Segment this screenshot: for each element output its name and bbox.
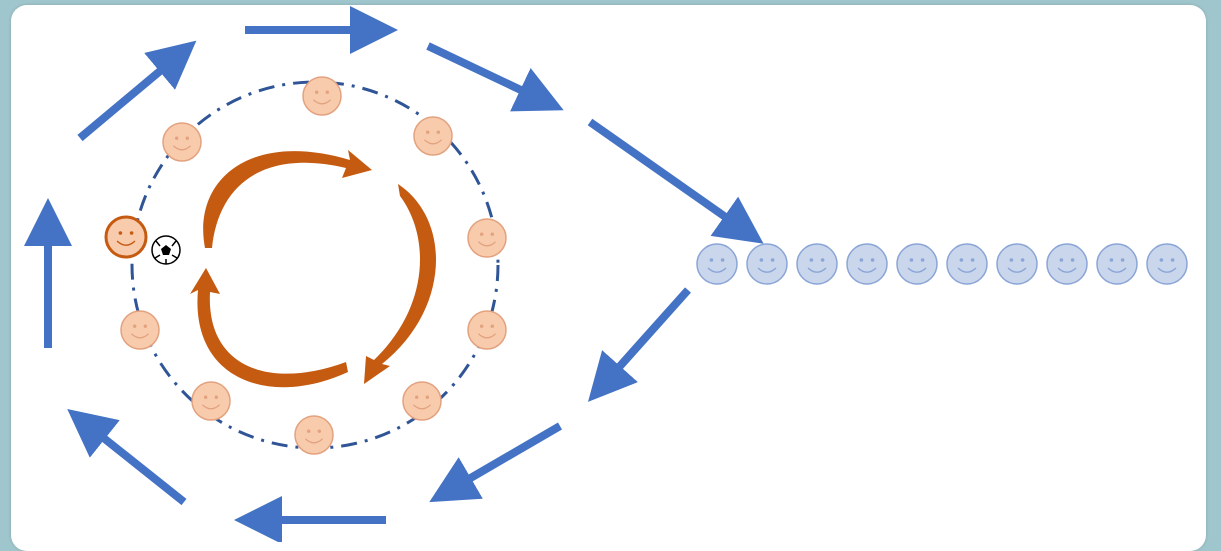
smiley-face-icon: [1146, 243, 1188, 285]
smiley-face-icon: [120, 310, 160, 350]
route-arrow: [587, 118, 764, 244]
smiley-face-icon: [696, 243, 738, 285]
smiley-face-icon: [467, 310, 507, 350]
smiley-face-icon: [402, 381, 442, 421]
smiley-face-icon: [162, 122, 202, 162]
faces: [104, 76, 1188, 455]
smiley-face-icon: [467, 218, 507, 258]
smiley-face-icon: [294, 415, 334, 455]
smiley-face-icon: [302, 76, 342, 116]
circular-arrow-icon: [203, 150, 372, 248]
route-arrow: [77, 40, 197, 142]
circular-arrow-icon: [364, 184, 436, 384]
smiley-face-icon: [946, 243, 988, 285]
rotation-arrows: [190, 150, 436, 388]
smiley-face-icon: [104, 215, 148, 259]
smiley-face-icon: [896, 243, 938, 285]
route-arrow: [588, 287, 691, 402]
smiley-face-icon: [746, 243, 788, 285]
route-arrow: [429, 422, 563, 503]
smiley-face-icon: [191, 381, 231, 421]
smiley-face-icon: [413, 116, 453, 156]
route-arrow: [426, 42, 564, 112]
smiley-face-icon: [1096, 243, 1138, 285]
route-arrows: [24, 6, 764, 542]
smiley-face-icon: [1046, 243, 1088, 285]
soccer-ball-icon: [151, 235, 181, 265]
smiley-face-icon: [996, 243, 1038, 285]
smiley-face-icon: [846, 243, 888, 285]
route-arrow: [67, 409, 187, 506]
circular-arrow-icon: [190, 268, 348, 388]
smiley-face-icon: [796, 243, 838, 285]
